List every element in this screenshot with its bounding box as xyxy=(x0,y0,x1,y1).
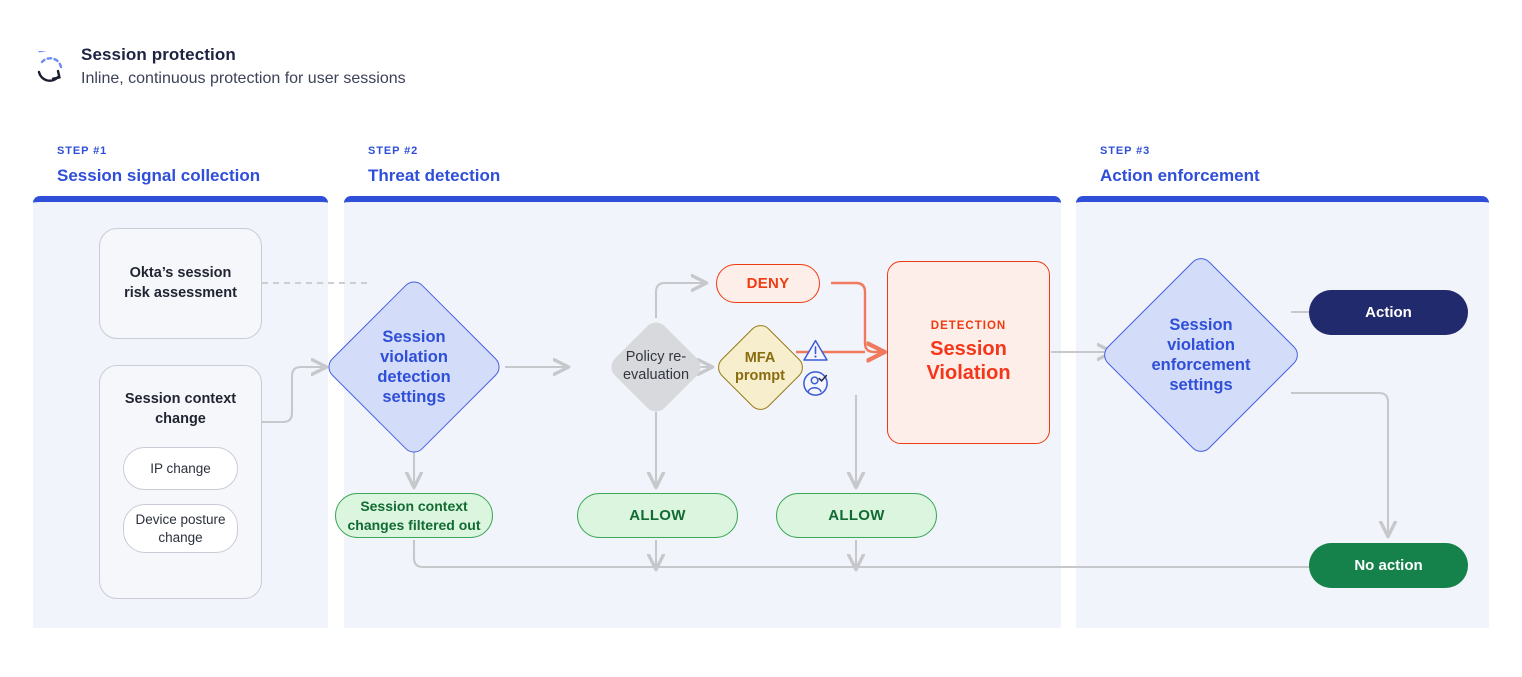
session-violation-kicker: DETECTION xyxy=(930,320,1007,333)
no-action-label: No action xyxy=(1354,557,1423,574)
allow-label-2: ALLOW xyxy=(828,507,885,524)
session-context-change-title: Session context change xyxy=(124,391,237,427)
user-verified-icon xyxy=(802,370,829,402)
deny-label: DENY xyxy=(746,275,790,292)
warning-triangle-icon xyxy=(802,338,829,368)
mfa-prompt-diamond: MFA prompt xyxy=(713,320,808,415)
action-label: Action xyxy=(1365,304,1412,321)
session-context-change-card: Session context change IP change Device … xyxy=(99,365,262,599)
allow-pill-1: ALLOW xyxy=(577,493,738,538)
session-violation-box: DETECTION Session Violation xyxy=(887,261,1050,444)
policy-re-evaluation-diamond: Policy re- evaluation xyxy=(606,317,706,417)
deny-pill: DENY xyxy=(716,264,820,303)
step-3-title: Action enforcement xyxy=(1100,166,1260,185)
ip-change-pill: IP change xyxy=(123,447,238,491)
page-header: Session protection Inline, continuous pr… xyxy=(33,42,406,88)
step-1-title: Session signal collection xyxy=(57,166,261,185)
allow-label-1: ALLOW xyxy=(629,507,686,524)
device-posture-change-pill: Device posture change xyxy=(123,504,238,554)
ip-change-label: IP change xyxy=(150,460,211,476)
okta-risk-assessment-card: Okta’s session risk assessment xyxy=(99,228,262,339)
okta-risk-assessment-label: Okta’s session risk assessment xyxy=(124,264,237,301)
session-violation-enforcement-settings-label: Session violation enforcement settings xyxy=(1151,315,1251,395)
step-3-kicker: STEP #3 xyxy=(1100,145,1151,157)
session-violation-title: Session Violation xyxy=(926,338,1011,384)
session-context-filtered-label: Session context changes filtered out xyxy=(347,498,481,533)
mfa-prompt-label: MFA prompt xyxy=(735,349,785,384)
session-context-filtered-pill: Session context changes filtered out xyxy=(335,493,493,538)
step-2-kicker: STEP #2 xyxy=(368,145,419,157)
session-violation-detection-settings-diamond: Session violation detection settings xyxy=(323,276,505,458)
step-2-title: Threat detection xyxy=(368,166,501,185)
allow-pill-2: ALLOW xyxy=(776,493,937,538)
page-subtitle: Inline, continuous protection for user s… xyxy=(81,70,406,87)
policy-re-evaluation-label: Policy re- evaluation xyxy=(622,349,690,383)
refresh-cycle-icon xyxy=(33,42,67,85)
action-pill[interactable]: Action xyxy=(1309,290,1468,335)
page-title: Session protection xyxy=(81,45,236,64)
step-1-kicker: STEP #1 xyxy=(57,145,108,157)
device-posture-change-label: Device posture change xyxy=(135,512,226,545)
no-action-pill[interactable]: No action xyxy=(1309,543,1468,588)
session-violation-detection-settings-label: Session violation detection settings xyxy=(377,327,451,407)
session-violation-enforcement-settings-diamond: Session violation enforcement settings xyxy=(1099,253,1303,457)
